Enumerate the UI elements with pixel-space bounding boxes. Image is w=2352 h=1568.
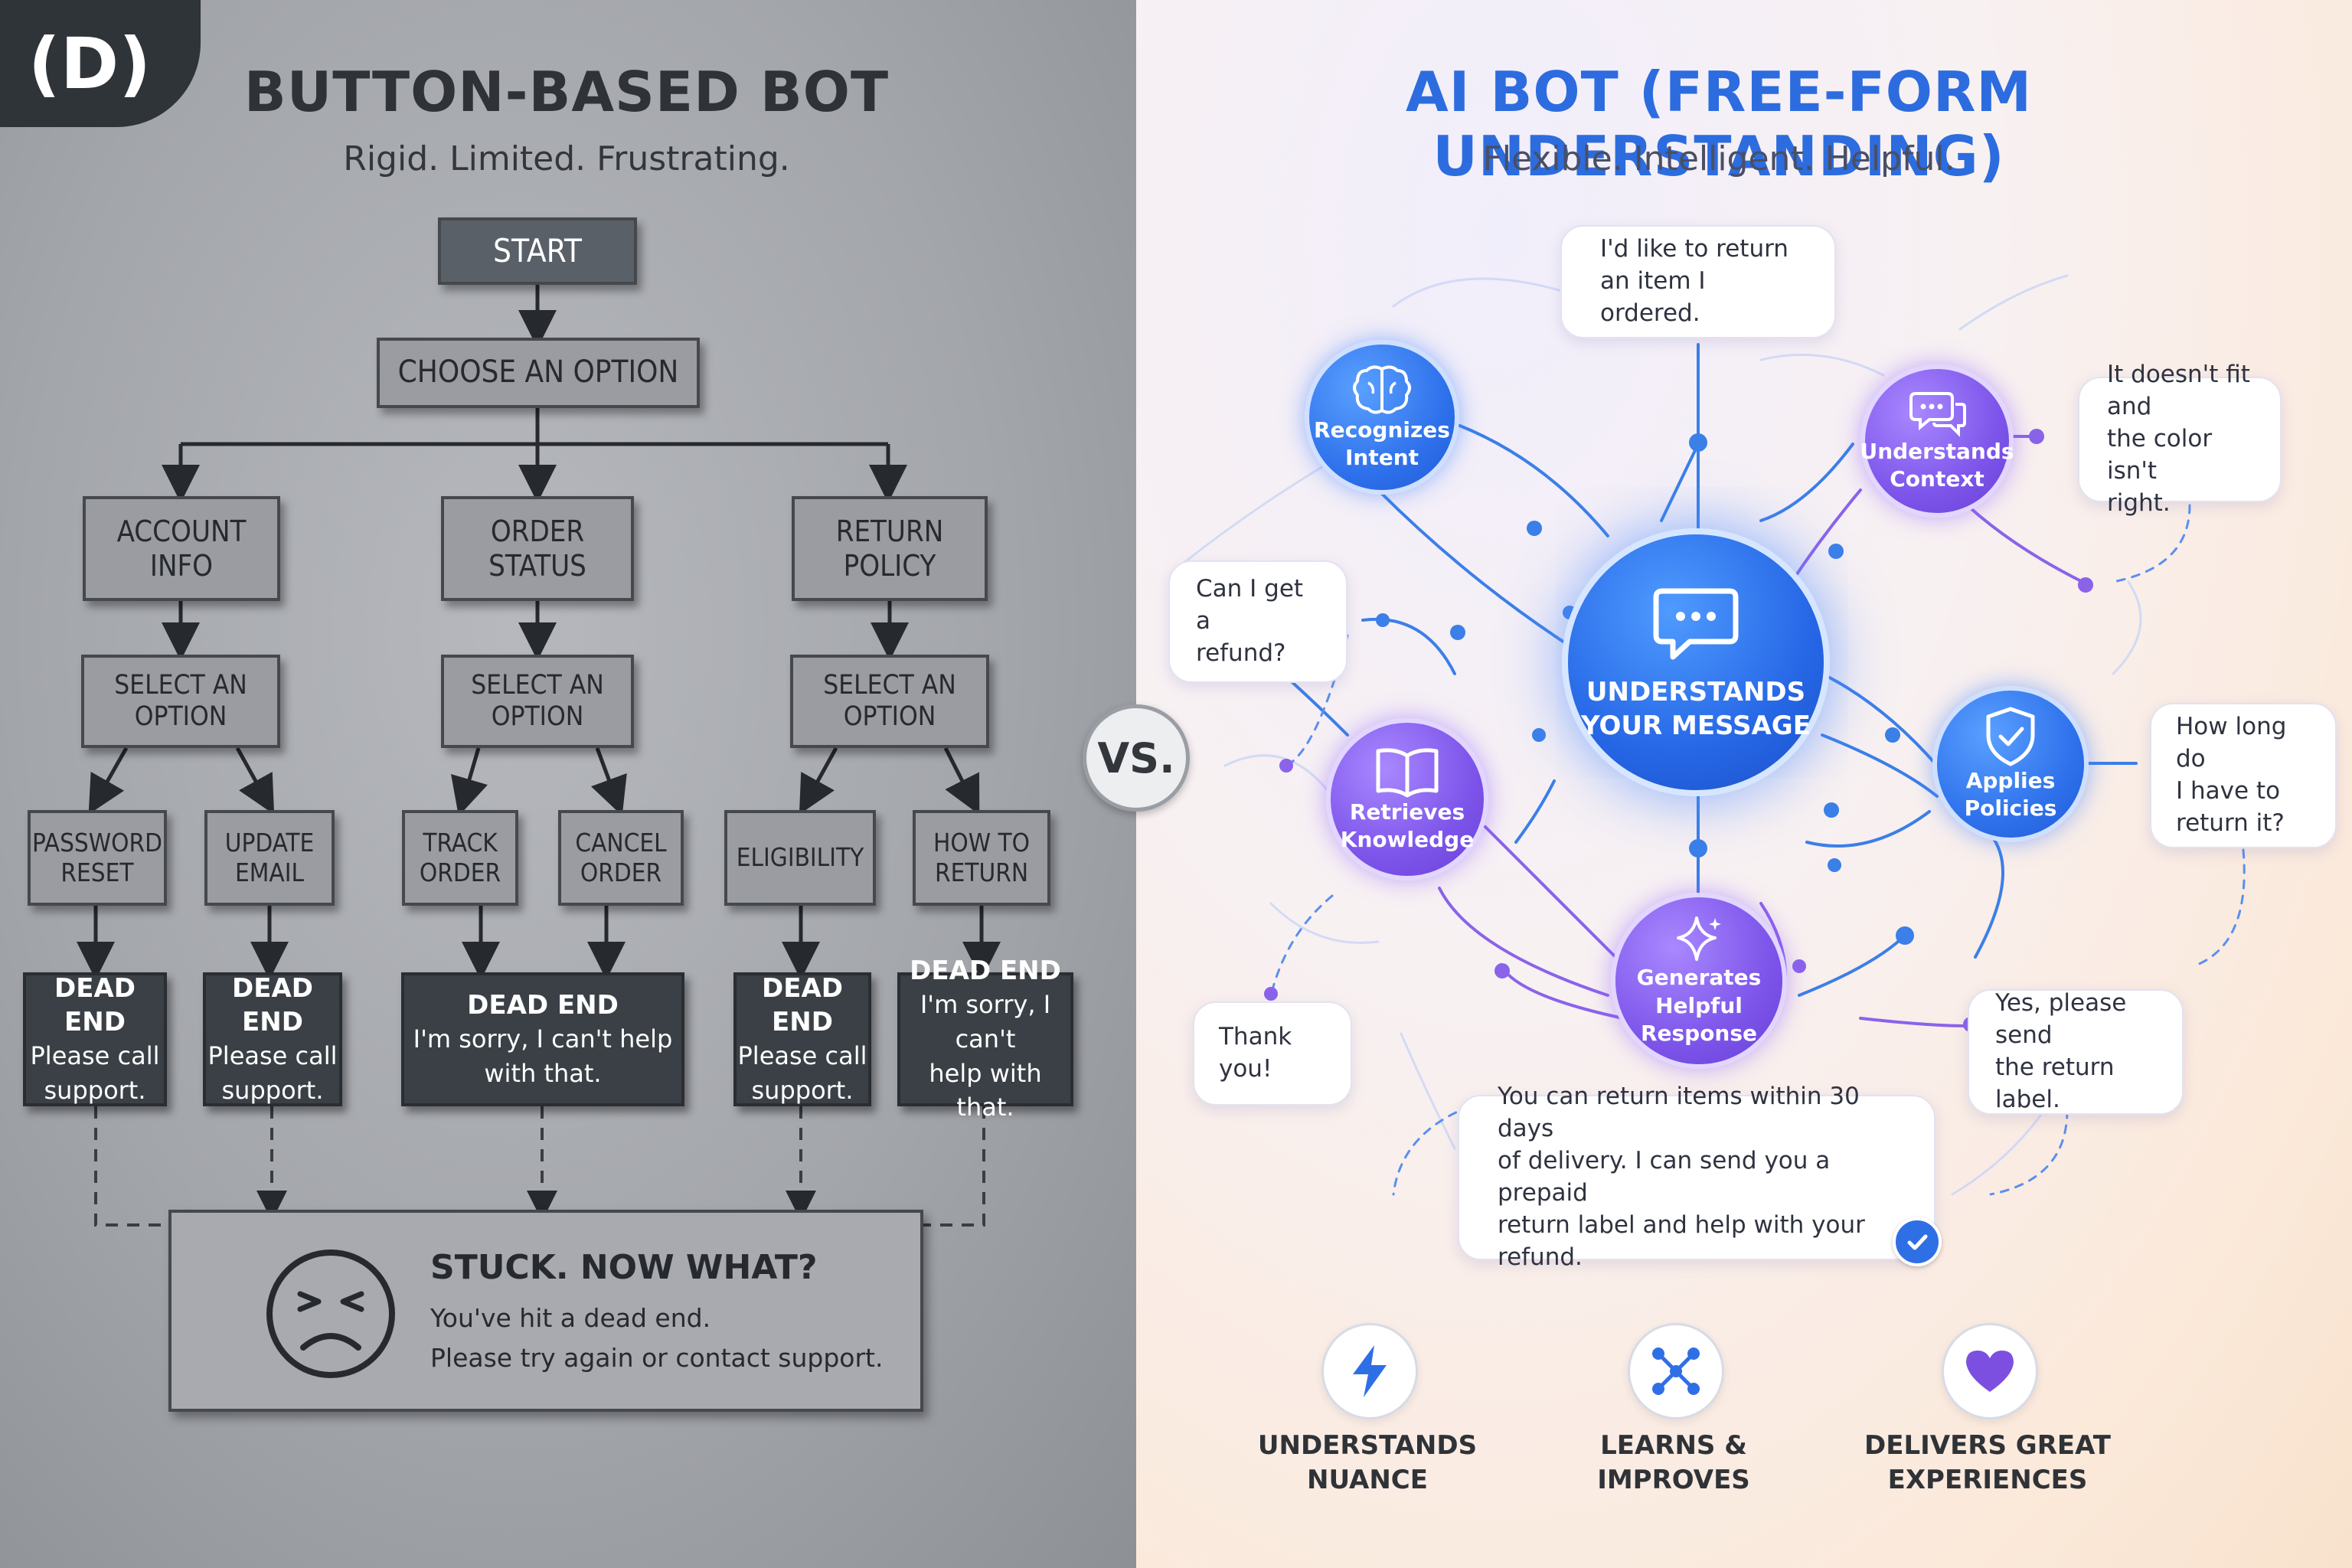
shield-check-icon: [1986, 707, 2035, 766]
conversation-icon: [1909, 391, 1966, 437]
option-update-email: UPDATE EMAIL: [204, 810, 335, 906]
feature-learns: [1628, 1323, 1724, 1419]
option-cancel-order: CANCEL ORDER: [558, 810, 684, 906]
dead-end-message: Please call support.: [737, 1040, 867, 1105]
node-label: Retrieves Knowledge: [1340, 799, 1475, 852]
start-box: START: [438, 217, 637, 285]
button-bot-subtitle: Rigid. Limited. Frustrating.: [343, 139, 790, 178]
select-option-return: SELECT AN OPTION: [790, 655, 989, 748]
feature-learns-label: LEARNS & IMPROVES: [1597, 1430, 1750, 1495]
option-track-order: TRACK ORDER: [402, 810, 518, 906]
dead-end-box: DEAD END I'm sorry, I can't help with th…: [401, 972, 684, 1106]
dead-end-message: I'm sorry, I can't help with that.: [413, 1024, 673, 1088]
category-order-status: ORDER STATUS: [441, 496, 634, 601]
dead-end-title: DEAD END: [762, 972, 843, 1037]
chat-bubble-thanks: Thank you!: [1193, 1001, 1352, 1106]
ai-bot-subtitle: Flexible. Intelligent. Helpful.: [1482, 139, 1955, 178]
sparkle-icon: [1677, 916, 1721, 962]
book-icon: [1376, 747, 1439, 798]
check-icon: [1893, 1217, 1942, 1266]
dead-end-box: DEAD END Please call support.: [733, 972, 871, 1106]
center-node-label: UNDERSTANDS YOUR MESSAGE: [1581, 676, 1811, 741]
choose-option-box: CHOOSE AN OPTION: [377, 338, 700, 408]
category-return-policy: RETURN POLICY: [792, 496, 988, 601]
stuck-message-line1: You've hit a dead end.: [430, 1303, 711, 1333]
dead-end-title: DEAD END: [54, 972, 136, 1037]
dead-end-title: DEAD END: [910, 955, 1061, 986]
select-option-order: SELECT AN OPTION: [441, 655, 634, 748]
chat-bubble-send-label: Yes, please send the return label.: [1968, 989, 2184, 1115]
node-label: Applies Policies: [1964, 767, 2057, 821]
understands-context-node: Understands Context: [1860, 364, 2014, 518]
chat-bubble-icon: [1653, 588, 1739, 660]
node-label: Understands Context: [1860, 438, 2014, 492]
feature-nuance-label: UNDERSTANDS NUANCE: [1257, 1430, 1478, 1495]
dead-end-title: DEAD END: [467, 989, 619, 1021]
recognizes-intent-node: Recognizes Intent: [1305, 340, 1459, 495]
select-option-account: SELECT AN OPTION: [81, 655, 280, 748]
understands-message-node: UNDERSTANDS YOUR MESSAGE: [1562, 528, 1830, 796]
flowchart-connectors: [77, 285, 1001, 1227]
retrieves-knowledge-node: Retrieves Knowledge: [1326, 718, 1488, 880]
dead-end-box: DEAD END I'm sorry, I can't help with th…: [897, 956, 1073, 1122]
lightning-icon: [1321, 1323, 1418, 1419]
ai-bot-title: AI BOT (FREE-FORM UNDERSTANDING): [1405, 60, 2033, 188]
dead-end-message: I'm sorry, I can't help with that.: [920, 990, 1051, 1122]
node-label: Recognizes Intent: [1314, 416, 1450, 470]
node-label: Generates Helpful Response: [1636, 965, 1762, 1047]
feature-experiences: [1942, 1323, 2038, 1419]
stuck-panel: STUCK. NOW WHAT? You've hit a dead end. …: [168, 1210, 923, 1412]
button-bot-title: BUTTON-BASED BOT: [243, 60, 890, 124]
feature-experiences-label: DELIVERS GREAT EXPERIENCES: [1864, 1430, 2111, 1495]
vs-badge: VS.: [1083, 704, 1190, 812]
option-eligibility: ELIGIBILITY: [724, 810, 876, 906]
dead-end-message: Please call support.: [207, 1040, 338, 1105]
heart-icon: [1942, 1323, 2038, 1419]
stuck-title: STUCK. NOW WHAT?: [430, 1248, 818, 1287]
sad-face-icon: [266, 1250, 395, 1378]
dead-end-box: DEAD END Please call support.: [23, 972, 167, 1106]
network-icon: [1628, 1323, 1724, 1419]
option-how-to-return: HOW TO RETURN: [913, 810, 1050, 906]
panel-label-badge: (D): [0, 0, 201, 127]
feature-nuance: [1321, 1323, 1418, 1419]
bot-answer-bubble: You can return items within 30 days of d…: [1458, 1083, 1936, 1271]
dead-end-title: DEAD END: [232, 972, 313, 1037]
chat-bubble-refund: Can I get a refund?: [1168, 560, 1348, 683]
chat-bubble-return-request: I'd like to return an item I ordered.: [1560, 225, 1836, 338]
chat-bubble-how-long: How long do I have to return it?: [2150, 703, 2337, 848]
dead-end-box: DEAD END Please call support.: [203, 972, 342, 1106]
stuck-message-line2: Please try again or contact support.: [430, 1343, 884, 1373]
option-password-reset: PASSWORD RESET: [28, 810, 167, 906]
generates-response-node: Generates Helpful Response: [1611, 893, 1787, 1069]
category-account-info: ACCOUNT INFO: [83, 496, 280, 601]
brain-icon: [1353, 365, 1411, 414]
applies-policies-node: Applies Policies: [1932, 686, 2089, 842]
chat-bubble-fit: It doesn't fit and the color isn't right…: [2078, 361, 2282, 517]
dead-end-message: Please call support.: [30, 1040, 160, 1105]
